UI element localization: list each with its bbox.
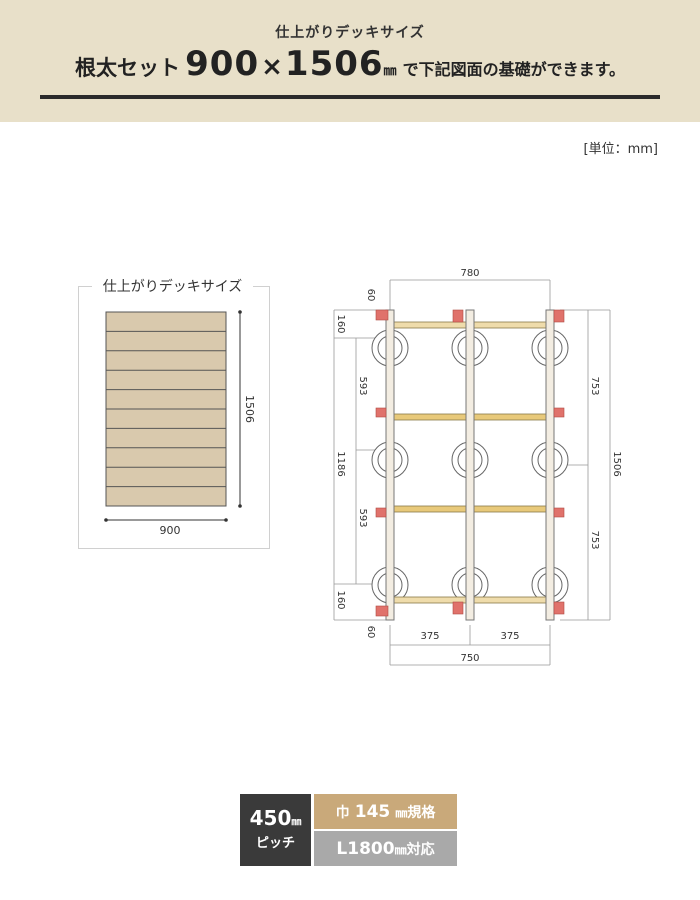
dim-left-top: 160 [335,314,346,333]
deck-length-label: 1506 [243,395,256,423]
dim-right-total: 1506 [611,451,622,476]
header-rule [40,95,660,99]
deck-width-dimension-end-left [104,518,108,522]
dim-left-span-1: 593 [357,376,368,395]
deck-panel-border-left [78,286,92,287]
deck-width-dimension-end-right [224,518,228,522]
length-prefix: L [336,839,348,859]
long-joists [385,309,555,621]
deck-size-panel [78,286,270,549]
long-joist-center [465,309,475,621]
header-subtitle: 仕上がりデッキサイズ [275,25,425,41]
deck-length-dimension-end-bottom [238,504,242,508]
dim-right-span-2: 753 [589,530,600,549]
deck-panel-title: 仕上がりデッキサイズ [92,276,253,296]
width-spec-badge: 巾 145 ㎜規格 [314,794,457,829]
long-joist-left [385,309,395,621]
pitch-value: 450 [249,806,292,830]
dim-bottom-right: 375 [500,631,519,642]
long-joist-right [545,309,555,621]
deck-length-dimension-end-top [238,310,242,314]
deck-surface-diagram: 1506 900 [104,310,256,537]
dim-top-offset: 60 [365,289,376,302]
dim-bottom-total: 750 [460,653,479,664]
header-width: 900 [185,44,260,84]
length-suffix: 対応 [406,842,435,858]
foundation-plan-diagram: 780 60 160 593 1186 593 160 60 753 1506 … [333,268,622,666]
header-prefix: 根太セット [75,56,181,80]
width-unit: ㎜ [395,806,408,820]
dim-bottom-offset: 60 [365,626,376,639]
deck-panel-border-right [253,286,269,287]
pitch-unit: ㎜ [291,817,302,828]
width-suffix: 規格 [407,805,436,821]
deck-width-label: 900 [160,524,181,537]
header-length: 1506 [284,44,384,84]
header-times: × [261,52,283,82]
length-unit: ㎜ [394,843,407,857]
dim-left-total: 1186 [335,451,346,476]
pitch-label: ピッチ [255,836,295,851]
joist-brackets [375,309,565,617]
length-value: 1800 [347,839,395,859]
dim-right-span-1: 753 [589,376,600,395]
width-value: 145 [354,802,391,822]
length-spec-badge: L1800㎜対応 [314,831,457,866]
header-unit: ㎜ [383,64,397,79]
header-suffix: で下記図面の基礎ができます。 [402,60,625,79]
width-prefix: 巾 [335,805,350,821]
unit-label: [単位：mm] [583,142,658,157]
dim-left-bottom: 160 [335,590,346,609]
plan-dimension-guides [333,279,611,666]
deck-board-lines [106,330,226,488]
dim-top-span: 780 [460,268,479,279]
dim-left-span-2: 593 [357,508,368,527]
dim-bottom-left: 375 [420,631,439,642]
pitch-badge: 450㎜ ピッチ [240,794,311,866]
